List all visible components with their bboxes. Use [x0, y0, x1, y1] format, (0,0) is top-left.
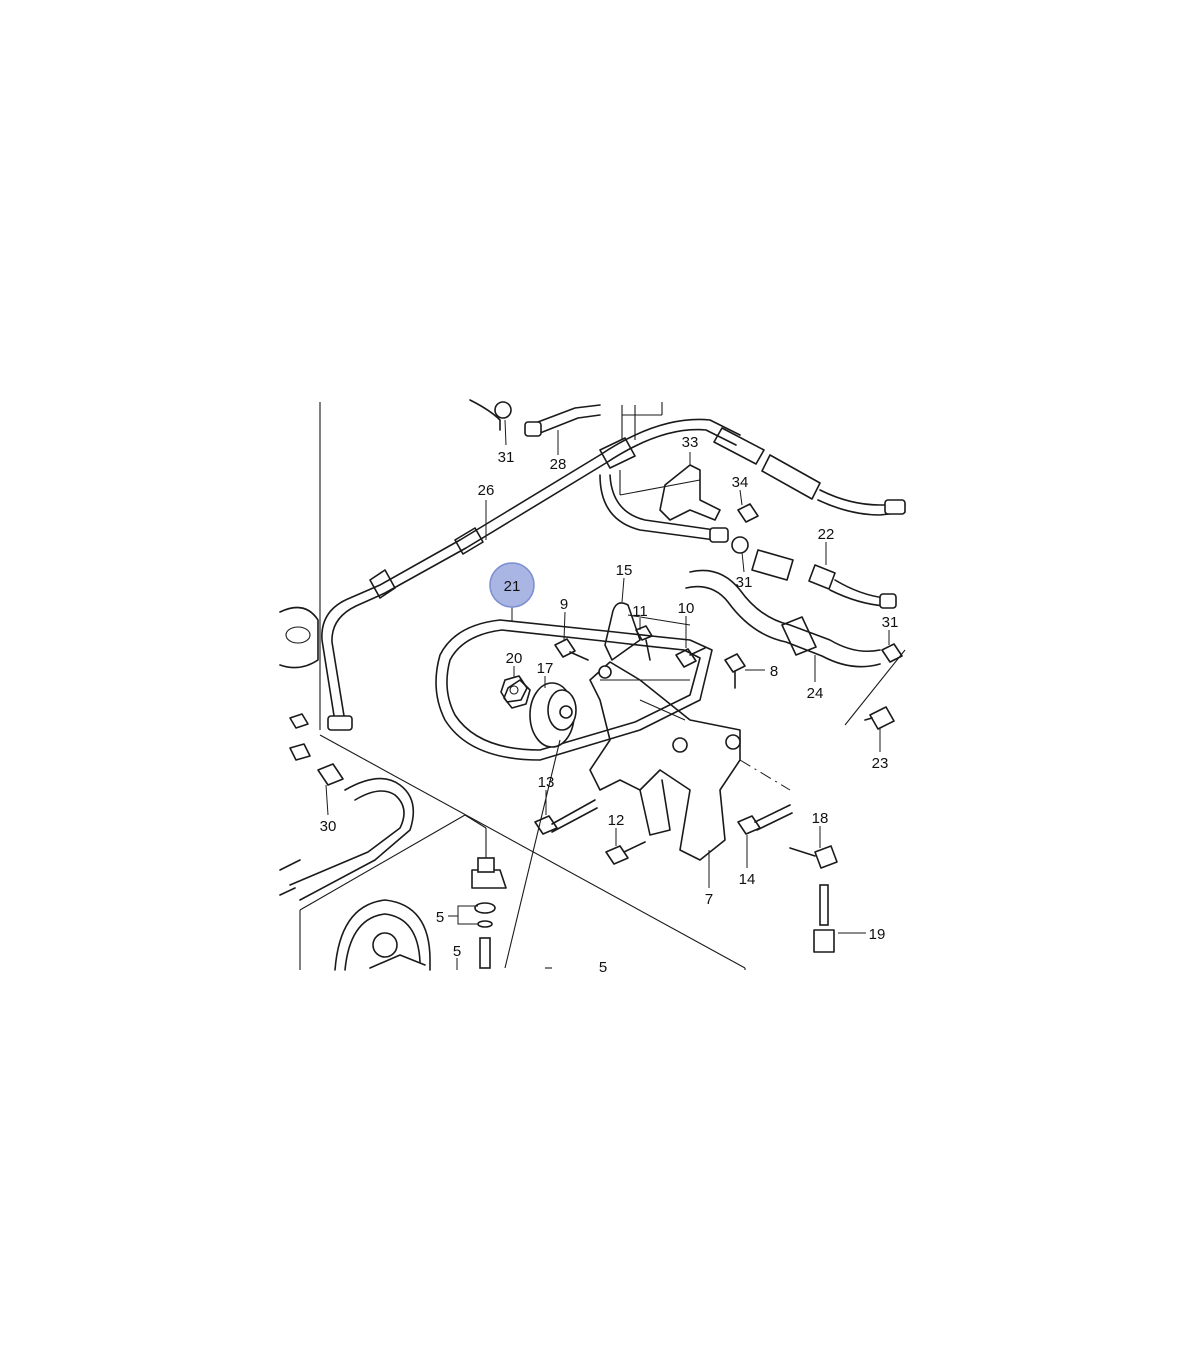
callout-33: 33 — [682, 434, 699, 451]
hose-22 — [731, 536, 897, 609]
bolt-11 — [635, 625, 653, 661]
callout-31: 31 — [498, 449, 515, 466]
callout-14: 14 — [739, 871, 756, 888]
pressure-hose-26 — [321, 418, 906, 731]
suction-hose-24 — [685, 569, 906, 726]
callout-30: 30 — [320, 818, 337, 835]
bracket-15 — [604, 602, 691, 661]
callout-10: 10 — [678, 600, 695, 617]
callout-5: 5 — [599, 959, 607, 976]
callout-5: 5 — [436, 909, 444, 926]
callout-34: 34 — [732, 474, 749, 491]
left-side-parts — [279, 606, 415, 901]
callout-13: 13 — [538, 774, 555, 791]
bolt-14 — [737, 804, 793, 835]
callout-5: 5 — [453, 943, 461, 960]
drive-belt-21 — [435, 619, 713, 761]
stud-18 — [789, 845, 838, 869]
callout-8: 8 — [770, 663, 778, 680]
callout-24: 24 — [807, 685, 824, 702]
callout-7: 7 — [705, 891, 713, 908]
return-pipes — [469, 399, 729, 543]
bracket-33 — [619, 464, 721, 521]
callout-31: 31 — [736, 574, 753, 591]
highlight-circle — [489, 562, 535, 608]
callout-15: 15 — [616, 562, 633, 579]
callout-22: 22 — [818, 526, 835, 543]
callout-28: 28 — [550, 456, 567, 473]
bolt-8 — [724, 653, 746, 689]
sensor-23 — [864, 706, 895, 730]
stud-19 — [813, 884, 835, 953]
frame-lines — [299, 402, 746, 970]
callout-9: 9 — [560, 596, 568, 613]
idler-pulley-17 — [503, 679, 577, 748]
leader-lines — [325, 419, 890, 970]
callout-17: 17 — [537, 660, 554, 677]
mounting-bracket-7 — [589, 661, 791, 861]
callout-26: 26 — [478, 482, 495, 499]
callout-23: 23 — [872, 755, 889, 772]
clamp-34 — [737, 503, 759, 523]
bolt-13 — [534, 799, 598, 835]
clamp-31c — [881, 643, 903, 663]
bolt-12 — [605, 841, 646, 865]
callout-18: 18 — [812, 810, 829, 827]
callout-21: 21 — [504, 578, 521, 595]
bolt-10 — [675, 647, 706, 668]
callout-19: 19 — [869, 926, 886, 943]
callout-11: 11 — [632, 603, 648, 620]
pump-pulley — [334, 739, 561, 971]
nut-20 — [500, 675, 528, 703]
bolts-and-nuts — [500, 503, 903, 953]
callout-12: 12 — [608, 812, 625, 829]
callout-20: 20 — [506, 650, 523, 667]
callout-labels: 31 28 33 34 26 22 31 21 15 9 11 10 31 20… — [320, 434, 899, 976]
callout-31: 31 — [882, 614, 899, 631]
bolt-9 — [554, 638, 589, 661]
